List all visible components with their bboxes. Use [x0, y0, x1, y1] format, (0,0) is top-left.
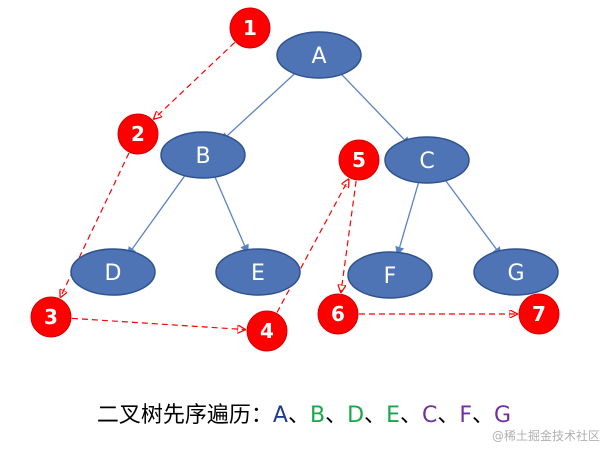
caption-item-f: F [459, 403, 473, 428]
step-label: 5 [352, 148, 366, 172]
path-3-to-4 [71, 317, 245, 329]
caption-separator: 、 [437, 403, 460, 428]
step-label: 4 [260, 319, 274, 343]
tree-node-shape [70, 248, 156, 296]
caption-item-e: E [386, 403, 400, 428]
caption-item-d: D [347, 403, 365, 428]
step-circle [229, 7, 271, 49]
tree-node-label: F [384, 264, 397, 289]
edge-C-F [395, 180, 420, 256]
tree-node-label: D [105, 261, 122, 286]
caption-separator: 、 [364, 403, 387, 428]
caption-sequence: A、B、D、E、C、F、G [273, 403, 511, 428]
tree-node-e: E [215, 248, 301, 296]
tree-node-label: C [419, 149, 434, 174]
caption-separator: 、 [399, 403, 422, 428]
step-label: 1 [243, 16, 257, 40]
edge-C-G [442, 176, 502, 257]
edge-B-E [213, 174, 249, 254]
tree-node-shape [384, 136, 470, 184]
step-2: 2 [117, 113, 159, 155]
caption-separator: 、 [472, 403, 495, 428]
tree-node-shape [160, 131, 246, 179]
tree-node-shape [347, 251, 433, 299]
step-label: 6 [331, 302, 345, 326]
tree-node-label: G [507, 261, 524, 286]
step-circle [117, 113, 159, 155]
step-circle [317, 293, 359, 335]
step-5: 5 [338, 139, 380, 181]
tree-edges [127, 68, 502, 257]
tree-node-b: B [160, 131, 246, 179]
tree-node-g: G [473, 248, 559, 296]
step-circle [246, 310, 288, 352]
step-circle [518, 293, 560, 335]
path-4-to-5 [276, 179, 349, 313]
tree-node-shape [276, 31, 362, 79]
caption-item-c: C [421, 403, 438, 428]
edge-A-B [220, 68, 300, 142]
traversal-steps: 1 2 3 4 5 6 7 [30, 7, 560, 352]
caption-item-b: B [309, 403, 326, 428]
tree-node-label: E [251, 261, 265, 286]
step-4: 4 [246, 310, 288, 352]
step-circle [30, 296, 72, 338]
step-3: 3 [30, 296, 72, 338]
tree-node-a: A [276, 31, 362, 79]
tree-nodes: A B C D E F G [70, 31, 559, 299]
tree-node-shape [473, 248, 559, 296]
step-1: 1 [229, 7, 271, 49]
caption-item-g: G [494, 403, 512, 428]
tree-node-label: B [195, 144, 210, 169]
caption-separator: 、 [287, 403, 310, 428]
caption-prefix: 二叉树先序遍历： [96, 403, 273, 428]
path-1-to-2 [154, 41, 236, 118]
step-label: 2 [131, 122, 145, 146]
caption-item-a: A [272, 403, 288, 428]
step-6: 6 [317, 293, 359, 335]
tree-node-shape [215, 248, 301, 296]
watermark: @稀土掘金技术社区 [491, 429, 600, 443]
edge-B-D [127, 172, 188, 257]
tree-node-c: C [384, 136, 470, 184]
caption-separator: 、 [325, 403, 348, 428]
tree-node-d: D [70, 248, 156, 296]
step-label: 3 [44, 305, 58, 329]
tree-node-label: A [311, 44, 326, 69]
tree-node-f: F [347, 251, 433, 299]
step-7: 7 [518, 293, 560, 335]
step-label: 7 [532, 302, 546, 326]
path-5-to-6 [341, 180, 357, 292]
step-circle [338, 139, 380, 181]
preorder-caption: 二叉树先序遍历：A、B、D、E、C、F、G [0, 397, 608, 429]
edge-A-C [337, 69, 411, 147]
